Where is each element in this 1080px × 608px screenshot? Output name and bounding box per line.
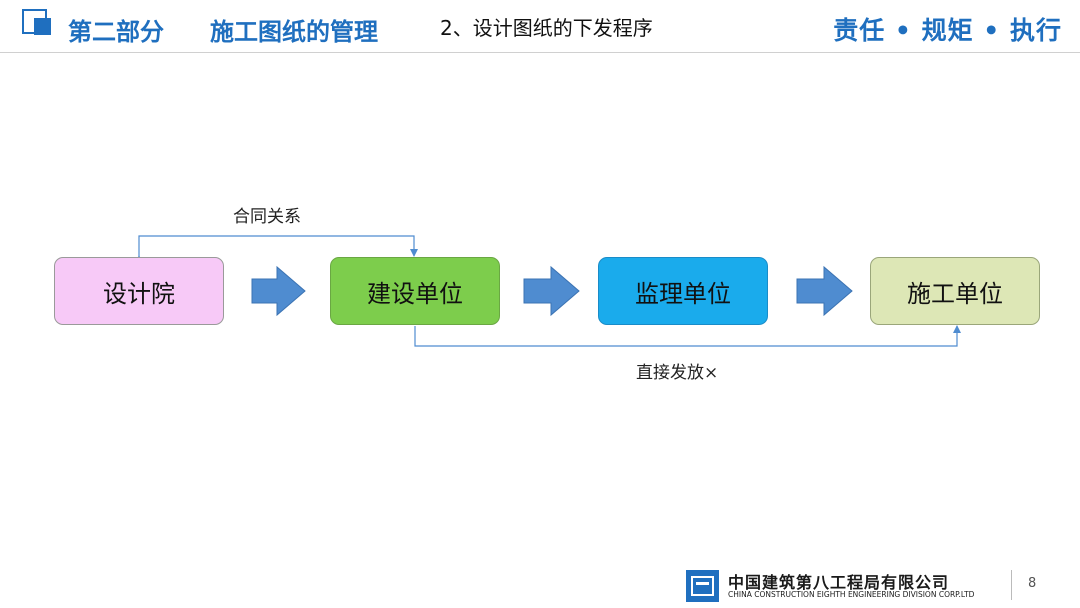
node-design-institute: 设计院 bbox=[54, 257, 224, 325]
company-name-cn: 中国建筑第八工程局有限公司 bbox=[728, 573, 950, 592]
page-number: 8 bbox=[1028, 576, 1037, 591]
footer-divider bbox=[1011, 570, 1012, 600]
chapter-title: 施工图纸的管理 bbox=[210, 18, 378, 46]
header-divider bbox=[0, 52, 1080, 53]
contract-relationship-label: 合同关系 bbox=[233, 207, 301, 227]
node-supervision-unit: 监理单位 bbox=[598, 257, 768, 325]
node-construction-unit: 建设单位 bbox=[330, 257, 500, 325]
section-title: 第二部分 bbox=[68, 18, 164, 46]
company-logo-icon bbox=[686, 570, 719, 602]
direct-connector bbox=[414, 325, 961, 347]
slide-header: 第二部分 施工图纸的管理 2、设计图纸的下发程序 责任 • 规矩 • 执行 bbox=[0, 0, 1080, 56]
company-name-en: CHINA CONSTRUCTION EIGHTH ENGINEERING DI… bbox=[728, 590, 975, 599]
header-logo-square bbox=[34, 18, 51, 35]
slide-subtitle: 2、设计图纸的下发程序 bbox=[440, 16, 653, 40]
flow-arrow-1 bbox=[251, 265, 306, 317]
flow-arrow-2 bbox=[523, 265, 580, 317]
direct-distribution-label: 直接发放× bbox=[636, 363, 719, 383]
slogan: 责任 • 规矩 • 执行 bbox=[833, 16, 1062, 45]
node-contractor-unit: 施工单位 bbox=[870, 257, 1040, 325]
contract-connector bbox=[135, 235, 418, 263]
flow-arrow-3 bbox=[796, 265, 853, 317]
